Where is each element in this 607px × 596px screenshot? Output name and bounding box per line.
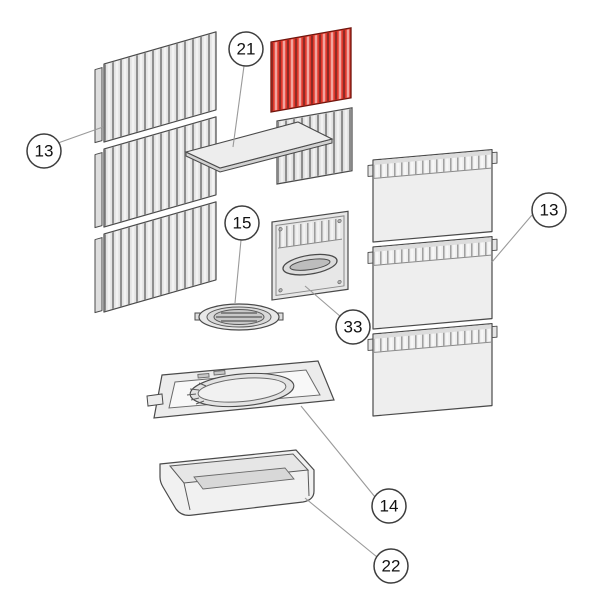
left-side-liner-panel [94,31,217,316]
baffle-plate [184,121,334,173]
callout-33-circle [335,309,371,345]
callout-13-left: 13 [26,133,62,169]
door-panel-ribs [278,218,342,249]
callout-33: 33 [335,309,371,345]
callout-33-label: 33 [344,318,363,337]
right-liner-section-middle [367,235,498,331]
ash-pan-floor [193,467,295,490]
rear-liner-panel-highlighted [270,27,352,113]
door-panel-screws [278,218,342,293]
baffle-plate-top [184,121,334,169]
right-side-liner-panel [367,148,498,418]
ash-pan-front-left-edge [183,482,191,511]
callout-21-label: 21 [237,40,256,59]
base-frame-slots [197,369,226,379]
callout-14-circle [371,488,407,524]
door-handle-inner [289,258,331,271]
base-frame-grate-seat [197,377,287,403]
callout-15-label: 15 [233,214,252,233]
callout-13-right-circle [531,192,567,228]
highlighted-liner-flutes [272,29,350,111]
callout-14: 14 [371,488,407,524]
callout-13-left-circle [26,133,62,169]
leader-33 [304,285,342,318]
callout-13-right: 13 [531,192,567,228]
callout-21: 21 [228,31,264,67]
callout-13-right-label: 13 [540,201,559,220]
inner-door-panel [271,210,349,301]
grate-slats [216,312,262,322]
base-frame-left-tab [146,393,164,407]
callout-13-left-label: 13 [35,142,54,161]
callout-15: 15 [224,205,260,241]
leader-13-left [57,126,104,144]
base-frame [146,360,335,419]
callout-14-label: 14 [380,497,399,516]
leader-14 [300,405,376,498]
leader-13-right [491,214,533,263]
callout-22: 22 [373,548,409,584]
round-grate [194,303,284,331]
door-panel-rib-rail [278,238,342,249]
callout-15-circle [224,205,260,241]
leader-15 [234,239,242,304]
leader-22 [304,497,378,558]
right-liner-section-top [367,148,498,244]
ash-pan [159,449,315,516]
ash-pan-front-right-edge [307,469,310,497]
leader-lines [57,65,533,558]
right-liner-section-bottom [367,322,498,418]
callout-21-circle [228,31,264,67]
callout-22-circle [373,548,409,584]
leader-21 [232,65,245,148]
callout-22-label: 22 [382,557,401,576]
base-frame-front-ribs [186,382,207,405]
